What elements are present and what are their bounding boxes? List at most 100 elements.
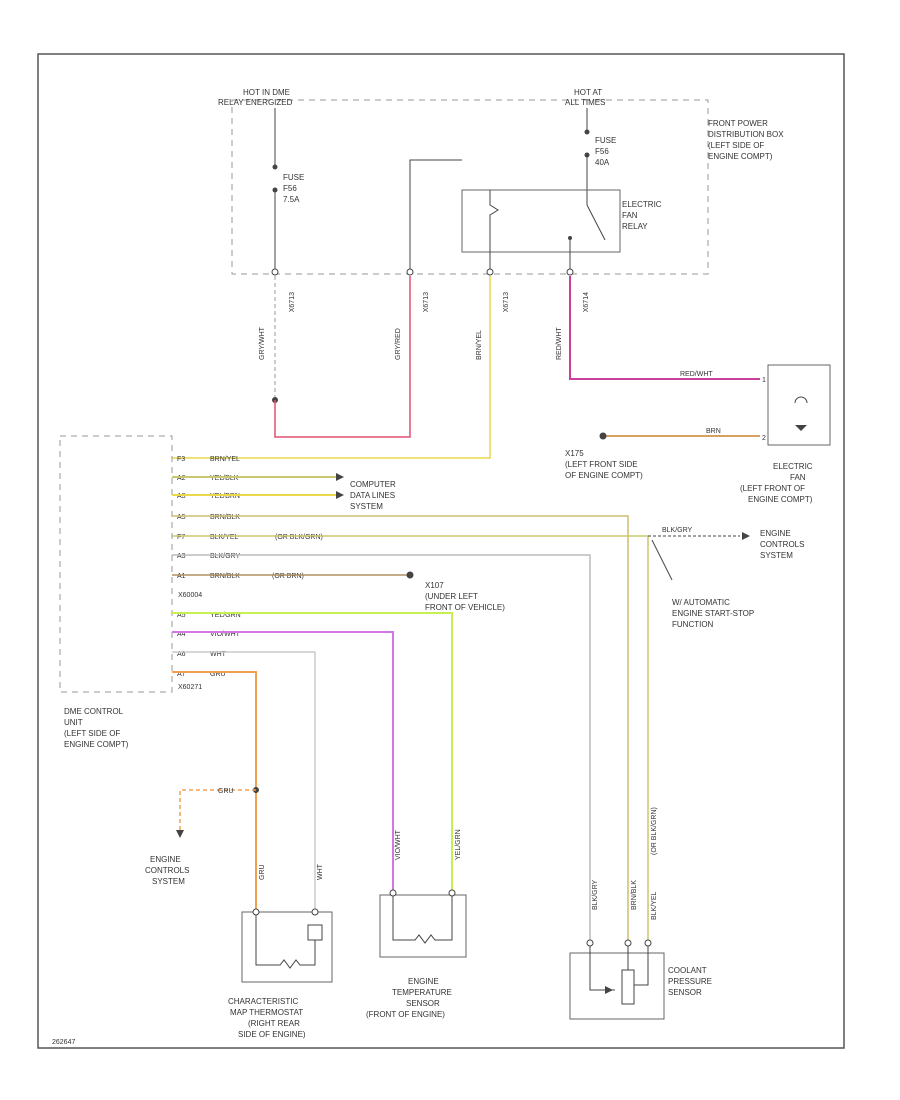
auto-start-stop-2: ENGINE START-STOP: [672, 609, 754, 618]
ecu-label-1: DME CONTROL: [64, 707, 124, 716]
fan-pin-2: 2: [762, 435, 766, 442]
pressure-wire-c-label: BLK/YEL: [651, 891, 658, 920]
ecu-pin-f3: F3: [177, 456, 185, 463]
fan-ground-label-3: OF ENGINE COMPT): [565, 471, 643, 480]
temp-sensor-wire-right-label: YEL/GRN: [455, 829, 462, 860]
arrow-engine-controls-right: [742, 532, 750, 540]
auto-start-stop-3: FUNCTION: [672, 620, 714, 629]
arrow-data-2: [336, 491, 344, 499]
thermostat-pin-1: [252, 908, 260, 916]
computer-data-lines-1: COMPUTER: [350, 480, 396, 489]
ecu-wire-a4: VIO/WHT: [210, 631, 241, 638]
arrow-engine-controls-left: [176, 830, 184, 838]
thermostat-label-2: MAP THERMOSTAT: [230, 1008, 303, 1017]
engine-controls-left-1: ENGINE: [150, 855, 181, 864]
ground-x107-label-2: (UNDER LEFT: [425, 592, 478, 601]
pdb-wire-label-1: GRY/WHT: [259, 326, 266, 360]
wire-red-wht: [569, 276, 760, 380]
pdb-pin-4: X6714: [583, 292, 590, 312]
hot-left-label-2: RELAY ENERGIZED: [218, 98, 293, 107]
characteristic-map-thermostat: [241, 911, 333, 983]
ecu-pin-a5b: A5: [177, 612, 186, 619]
ecu-pin-a4: A4: [177, 631, 186, 638]
ecu-pin-a3b: A3: [177, 553, 186, 560]
thermostat-label-4: SIDE OF ENGINE): [238, 1030, 306, 1039]
pdb-pin-1: X6713: [289, 292, 296, 312]
pressure-sensor-label-2: PRESSURE: [668, 977, 712, 986]
engine-controls-left-2: CONTROLS: [145, 866, 189, 875]
ecu-wire-f3: BRN/YEL: [210, 456, 240, 463]
thermostat-label-1: CHARACTERISTIC: [228, 997, 298, 1006]
fan-label-4: ENGINE COMPT): [748, 495, 813, 504]
ground-x175-dot: [599, 432, 607, 440]
fan-wire-top-label: RED/WHT: [680, 371, 713, 378]
relay-feed-wire: [409, 159, 462, 270]
fan-wire-bottom-label: BRN: [706, 428, 721, 435]
thermostat-label-3: (RIGHT REAR: [248, 1019, 300, 1028]
dme-control-unit: [59, 435, 173, 693]
wire-yel-grn: [172, 612, 453, 890]
temp-sensor-pin-1: [389, 889, 397, 897]
right-fuse-terminal-top: [584, 129, 590, 135]
electric-fan-relay: [461, 189, 621, 253]
computer-data-lines-2: DATA LINES: [350, 491, 395, 500]
relay-coil-wire: [489, 190, 499, 270]
fan-ground-icon: [795, 425, 807, 431]
thermostat-wire-right-label: WHT: [317, 863, 324, 880]
left-fuse-label-1: FUSE: [283, 173, 304, 182]
auto-start-stop-1: W/ AUTOMATIC: [672, 598, 730, 607]
ecu-pins: F3 BRN/YEL A2 YEL/BLK A3 YEL/BRN A5 BRN/…: [177, 456, 323, 678]
ecu-wire-f7: BLK/YEL: [210, 534, 239, 541]
pressure-sensor-label-1: COOLANT: [668, 966, 707, 975]
fan-ground-label-2: (LEFT FRONT SIDE: [565, 460, 638, 469]
ecu-wire-a2: YEL/BLK: [210, 475, 239, 482]
pressure-wire-b-label: BRN/BLK: [631, 880, 638, 910]
fan-label-2: FAN: [790, 473, 806, 482]
computer-data-lines-3: SYSTEM: [350, 502, 383, 511]
pdb-label-4: ENGINE COMPT): [708, 152, 773, 161]
left-fuse-terminal-top: [272, 164, 278, 170]
hot-right-label-1: HOT AT: [574, 88, 602, 97]
pressure-sensor-label-3: SENSOR: [668, 988, 702, 997]
pdb-wire-label-4: RED/WHT: [556, 327, 563, 360]
fan-ground-label-1: X175: [565, 449, 584, 458]
ecu-pin-a2: A2: [177, 475, 186, 482]
pressure-pin-1: [586, 939, 594, 947]
gru-branch-label: GRU: [218, 788, 234, 795]
wire-gru: [172, 671, 257, 910]
ground-x107-label-3: FRONT OF VEHICLE): [425, 603, 505, 612]
wire-gry-red: [274, 276, 411, 438]
pdb-wire-label-2: GRY/RED: [395, 328, 402, 360]
wire-brn-blk-sensor: [172, 515, 629, 940]
ecu-pin-a5a: A5: [177, 514, 186, 521]
fan-label-1: ELECTRIC: [773, 462, 813, 471]
hot-left-label-1: HOT IN DME: [243, 88, 290, 97]
power-distribution-box: [231, 99, 709, 275]
ecu-wire-f7-alt: (OR BLK/GRN): [275, 534, 323, 541]
wire-vio-wht: [172, 631, 394, 890]
wire-gru-branch: [179, 789, 256, 830]
wire-brn-yel-top: [172, 276, 491, 459]
temp-sensor-label-1: ENGINE: [408, 977, 439, 986]
right-fuse-label-3: 40A: [595, 158, 610, 167]
ecu-wire-a1: BRN/BLK: [210, 573, 240, 580]
fan-motor-icon: [794, 396, 808, 404]
ecu-label-2: UNIT: [64, 718, 83, 727]
ecu-wire-a3b: BLK/GRY: [210, 553, 241, 560]
coolant-pressure-sensor: [569, 952, 665, 1020]
ecu-connector-top: X60004: [178, 592, 202, 599]
ecu-connector-bottom: X60271: [178, 684, 202, 691]
thermostat-pin-2: [311, 908, 319, 916]
thermostat-wire-left-label: GRU: [259, 864, 266, 880]
temp-sensor-label-3: SENSOR: [406, 999, 440, 1008]
relay-switch-arm: [586, 204, 606, 241]
relay-label-3: RELAY: [622, 222, 648, 231]
engine-controls-right-3: SYSTEM: [760, 551, 793, 560]
temp-sensor-pin-2: [448, 889, 456, 897]
fan-pin-1: 1: [762, 377, 766, 384]
pdb-wire-label-3: BRN/YEL: [476, 330, 483, 360]
right-fuse-label-2: F56: [595, 147, 609, 156]
ecu-wire-a5a: BRN/BLK: [210, 514, 240, 521]
option-indicator-line: [651, 539, 673, 581]
